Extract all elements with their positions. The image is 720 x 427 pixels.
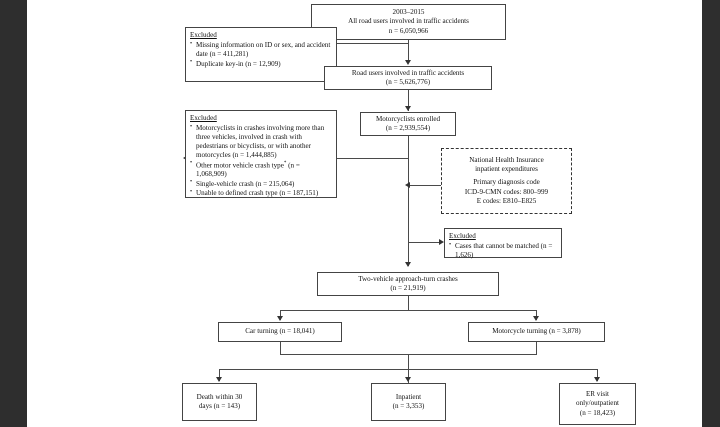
- excluded-box-3-list: Cases that cannot be matched (n = 1,626): [449, 242, 557, 261]
- node-approach-turn-line2: (n = 21,919): [390, 284, 426, 292]
- connector-motorcycle-turning-down: [536, 342, 537, 354]
- arrowhead-ervisit: [594, 377, 600, 382]
- node-ervisit-line3: (n = 18,423): [579, 408, 616, 417]
- excluded-box-3-item-0: Cases that cannot be matched (n = 1,626): [449, 242, 557, 260]
- node-road-users-line1: Road users involved in traffic accidents: [351, 68, 465, 77]
- arrowhead-roadusers: [405, 60, 411, 65]
- node-motorcycle-turning: Motorcycle turning (n = 3,878): [468, 322, 605, 342]
- node-motorcyclists-enrolled: Motorcyclists enrolled (n = 2,939,554): [360, 112, 456, 136]
- node-car-turning-line1: Car turning (n = 18,041): [245, 327, 315, 336]
- connector-roadusers-to-motorcyclists: [408, 90, 409, 111]
- node-nhi-line1: National Health Insurance: [469, 156, 544, 165]
- arrowhead-approach-turn: [405, 262, 411, 267]
- arrowhead-death30: [216, 377, 222, 382]
- node-inpatient-line2: (n = 3,353): [392, 402, 425, 410]
- node-approach-turn-line1: Two-vehicle approach-turn crashes: [358, 274, 458, 283]
- excluded-box-2-title: Excluded: [190, 114, 217, 122]
- node-motorcyclists-line1: Motorcyclists enrolled: [375, 114, 441, 123]
- node-nhi-line4: ICD-9-CMN codes: 800–999: [464, 187, 549, 196]
- connector-to-car-turning: [280, 310, 281, 320]
- node-nhi-data-source: National Health Insurance inpatient expe…: [441, 148, 572, 214]
- connector-top-down: [408, 43, 409, 62]
- connector-to-ervisit: [597, 369, 598, 381]
- node-er-visit-outpatient: ER visit only/outpatient (n = 18,423): [559, 383, 636, 425]
- excluded-box-1: Excluded Missing information on ID or se…: [185, 27, 337, 82]
- excluded-box-2: Excluded Motorcyclists in crashes involv…: [185, 110, 337, 198]
- node-nhi-line3: Primary diagnosis code: [473, 178, 540, 187]
- node-all-road-users-line3: n = 6,050,966: [388, 26, 429, 35]
- excluded-box-1-item-1: Duplicate key-in (n = 12,909): [190, 59, 332, 69]
- connector-motorcyclists-down: [408, 136, 409, 266]
- connector-to-motorcycle-turning: [536, 310, 537, 320]
- excluded-box-1-title: Excluded: [190, 31, 217, 39]
- node-road-users-enrolled: Road users involved in traffic accidents…: [324, 66, 492, 90]
- node-all-road-users-line1: 2003–2015: [392, 8, 425, 17]
- node-motorcyclists-line2: (n = 2,939,554): [385, 124, 431, 132]
- excluded-box-2-item-3: Unable to defined crash type (n = 187,15…: [190, 189, 332, 198]
- connector-nhi-to-main: [409, 185, 441, 186]
- node-ervisit-line1: ER visit: [585, 390, 610, 399]
- excluded-box-1-list: Missing information on ID or sex, and ac…: [190, 41, 332, 69]
- arrowhead-car-turning: [277, 316, 283, 321]
- connector-split-turning: [280, 310, 537, 311]
- connector-car-turning-down: [280, 342, 281, 354]
- node-death-within-30-days: Death within 30 days (n = 143): [182, 383, 257, 421]
- excluded-box-3-title: Excluded: [449, 232, 476, 240]
- arrowhead-motorcyclists: [405, 106, 411, 111]
- connector-approachturn-down: [408, 296, 409, 310]
- node-inpatient-line1: Inpatient: [395, 392, 422, 401]
- node-motorcycle-turning-line1: Motorcycle turning (n = 3,878): [492, 327, 581, 336]
- excluded-box-2-item-2: Single-vehicle crash (n = 215,064): [190, 179, 332, 189]
- node-death30-line2: days (n = 143): [198, 402, 241, 410]
- connector-to-excluded3: [409, 242, 441, 243]
- node-all-road-users: 2003–2015 All road users involved in tra…: [311, 4, 506, 40]
- node-two-vehicle-approach-turn: Two-vehicle approach-turn crashes (n = 2…: [317, 272, 499, 296]
- node-nhi-line5: E codes: E810–E825: [476, 196, 537, 205]
- excluded-box-2-list: Motorcyclists in crashes involving more …: [190, 124, 332, 199]
- connector-merge-down: [408, 354, 409, 383]
- node-car-turning: Car turning (n = 18,041): [218, 322, 342, 342]
- excluded-box-1-item-0: Missing information on ID or sex, and ac…: [190, 41, 332, 59]
- excluded-box-2-item-0: Motorcyclists in crashes involving more …: [190, 124, 332, 160]
- connector-to-inpatient: [408, 369, 409, 381]
- connector-to-death30: [219, 369, 220, 381]
- arrowhead-inpatient: [405, 377, 411, 382]
- node-all-road-users-line2: All road users involved in traffic accid…: [348, 17, 469, 26]
- node-inpatient: Inpatient (n = 3,353): [371, 383, 446, 421]
- excluded-box-2-item-1: Other motor vehicle crash type* (n = 1,0…: [190, 160, 332, 180]
- node-death30-line1: Death within 30: [196, 392, 243, 401]
- flowchart-canvas: 2003–2015 All road users involved in tra…: [27, 0, 702, 427]
- arrowhead-motorcycle-turning: [533, 316, 539, 321]
- excluded-box-3: Excluded Cases that cannot be matched (n…: [444, 228, 562, 261]
- node-nhi-line2: inpatient expenditures: [475, 165, 538, 174]
- arrowhead-nhi-merge: [405, 182, 410, 188]
- arrowhead-excluded3: [439, 239, 444, 245]
- node-road-users-line2: (n = 5,626,776): [385, 78, 431, 86]
- node-ervisit-line2: only/outpatient: [576, 399, 619, 408]
